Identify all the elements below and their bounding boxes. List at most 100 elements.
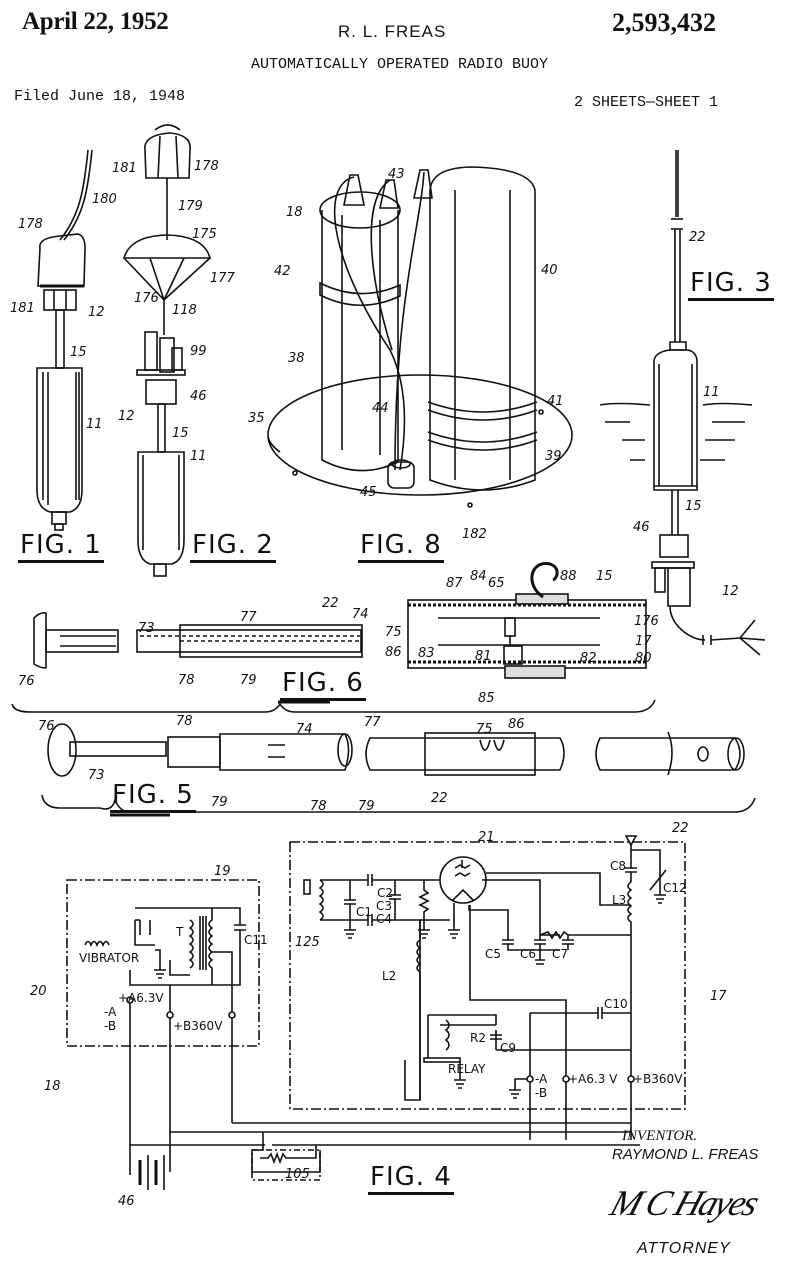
fig8-labels: 18 43 42 40 38 44 41 35 39 45 182: [248, 167, 564, 542]
component-label: C3: [376, 899, 392, 913]
fig8-label: 45: [360, 485, 377, 500]
ref-label: 22: [672, 821, 689, 836]
component-label: R2: [470, 1031, 486, 1045]
fig1-drawing: [36, 149, 93, 531]
fig1-caption: FIG. 1: [18, 530, 104, 563]
fig6-drawing: [33, 562, 647, 679]
power-label: -A: [104, 1005, 117, 1019]
fig5-label: 79: [358, 799, 375, 814]
fig3-label: 46: [633, 520, 650, 535]
fig6-label: 76: [18, 674, 35, 689]
fig2-label: 179: [178, 199, 203, 214]
power-label: +A6.3V: [118, 991, 164, 1005]
fig1-label: 11: [86, 417, 103, 432]
fig1-label: 12: [88, 305, 105, 320]
fig8-caption: FIG. 8: [358, 530, 444, 563]
fig5-label: 78: [310, 799, 327, 814]
component-label: T: [175, 925, 184, 939]
fig5-labels: 76 78 73 79 74 77 75 86 78 79 22: [38, 714, 525, 814]
fig4-power-supply: [66, 879, 260, 1140]
fig8-label: 38: [288, 351, 305, 366]
ref-label: 19: [214, 864, 231, 879]
fig5-label: 77: [364, 715, 381, 730]
ref-label: 105: [285, 1167, 310, 1182]
fig8-label: 39: [545, 449, 562, 464]
power-label: -B: [104, 1019, 116, 1033]
fig3-label: 11: [703, 385, 720, 400]
fig5-label: 78: [176, 714, 193, 729]
fig5-label: 73: [88, 768, 105, 783]
component-label: C1: [356, 905, 372, 919]
fig3-labels: 22 11 15 46 12 176: [633, 230, 739, 629]
fig6-label: 85: [478, 691, 495, 706]
fig8-label: 42: [274, 264, 291, 279]
fig2-label: 12: [118, 409, 135, 424]
fig5-bracket: [41, 794, 756, 813]
fig8-label: 182: [462, 527, 487, 542]
fig2-drawing: [122, 124, 212, 577]
fig6-label: 15: [596, 569, 613, 584]
fig3-label: 15: [685, 499, 702, 514]
fig2-label: 46: [190, 389, 207, 404]
fig6-label: 74: [352, 607, 369, 622]
ref-label: 18: [44, 1079, 61, 1094]
fig1-labels: 180 178 181 12 15 11: [10, 192, 117, 432]
fig5-label: 76: [38, 719, 55, 734]
fig4-interconnect-labels: 46 105: [118, 1167, 310, 1209]
fig6-label: 77: [240, 610, 257, 625]
fig6-label: 79: [240, 673, 257, 688]
fig6-caption: FIG. 6: [280, 668, 366, 701]
relay-label: RELAY: [448, 1062, 486, 1076]
component-label: C11: [244, 933, 268, 947]
power-label: +B360V: [633, 1072, 683, 1086]
fig4-interconnect: [129, 1122, 640, 1190]
fig5-label: 22: [431, 791, 448, 806]
power-label: -A: [535, 1072, 548, 1086]
fig3-label: 12: [722, 584, 739, 599]
fig8-label: 18: [286, 205, 303, 220]
inventor-name: RAYMOND L. FREAS: [612, 1146, 759, 1163]
fig1-label: 180: [92, 192, 117, 207]
component-label: C8: [610, 859, 626, 873]
component-label: C7: [552, 947, 568, 961]
fig6-label: 81: [475, 649, 492, 664]
attorney-signature: M C Hayes: [605, 1183, 763, 1223]
fig5-label: 74: [296, 722, 313, 737]
fig2-label: 175: [192, 227, 217, 242]
fig6-label: 84: [470, 569, 487, 584]
fig1-label: 178: [18, 217, 43, 232]
component-label: C10: [604, 997, 628, 1011]
fig6-label: 73: [138, 621, 155, 636]
fig3-caption: FIG. 3: [688, 268, 774, 301]
fig6-label: 88: [560, 569, 577, 584]
filed-date: Filed June 18, 1948: [14, 88, 186, 105]
fig6-label: 22: [322, 596, 339, 611]
ref-label: 21: [478, 830, 495, 845]
component-label: C12: [663, 881, 687, 895]
fig6-labels: 76 73 77 22 74 78 79 87 84 65 88 15 75 8…: [18, 569, 652, 706]
fig2-label: 176: [134, 291, 159, 306]
fig2-labels: 181 178 179 175 177 176 118 99 12 46 15 …: [112, 159, 236, 464]
fig6-label: 87: [446, 576, 463, 591]
fig8-label: 43: [388, 167, 405, 182]
fig2-label: 118: [172, 303, 197, 318]
component-label: L3: [612, 893, 626, 907]
power-label: -B: [535, 1086, 547, 1100]
vibrator-label: VIBRATOR: [79, 951, 139, 965]
fig2-label: 178: [194, 159, 219, 174]
fig2-label: 181: [112, 161, 137, 176]
fig6-label: 80: [635, 651, 652, 666]
inventor-label: INVENTOR.: [622, 1128, 698, 1144]
fig6-label: 82: [580, 651, 597, 666]
fig1-label: 15: [70, 345, 87, 360]
inventor-heading: R. L. FREAS: [338, 22, 447, 41]
fig2-label: 99: [190, 344, 207, 359]
patent-title: AUTOMATICALLY OPERATED RADIO BUOY: [250, 56, 549, 73]
fig4-transmitter: [289, 835, 686, 1140]
patent-number: 2,593,432: [612, 8, 716, 37]
fig5-caption: FIG. 5: [110, 780, 196, 813]
power-label: +B360V: [173, 1019, 223, 1033]
component-label: C6: [520, 947, 536, 961]
attorney-label: ATTORNEY: [637, 1240, 731, 1257]
fig2-caption: FIG. 2: [190, 530, 276, 563]
